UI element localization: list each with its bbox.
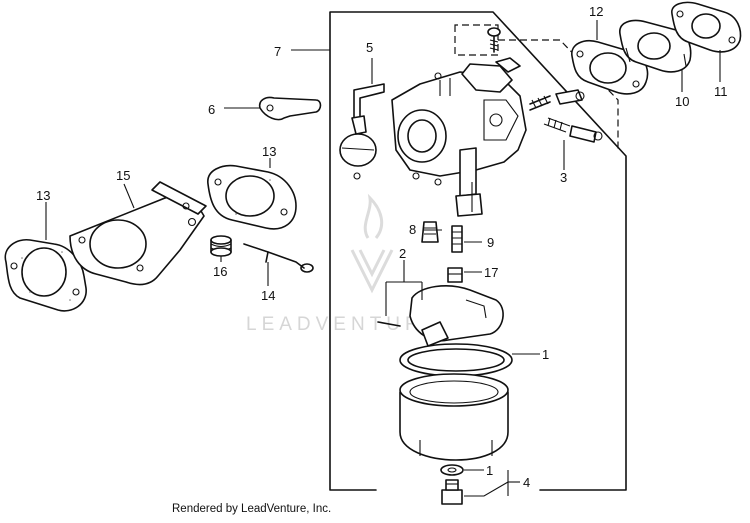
idle-screw-assembly (529, 89, 603, 143)
screw-top (487, 27, 501, 53)
callout-16: 16 (213, 264, 227, 279)
screw-group-dashed-box (454, 24, 499, 56)
float-chamber-gasket (399, 343, 513, 377)
callout-17: 17 (484, 265, 498, 280)
gasket-11 (671, 1, 742, 53)
assembly-outline (329, 11, 627, 491)
insulator-plate-15 (69, 181, 207, 286)
insulator-10 (619, 19, 692, 73)
callout-8: 8 (409, 222, 416, 237)
callout-15: 15 (116, 168, 130, 183)
callout-11: 11 (714, 84, 728, 99)
callout-13-left: 13 (36, 188, 50, 203)
nozzle-9 (451, 225, 463, 253)
callout-12: 12 (589, 4, 603, 19)
choke-arm-6 (258, 96, 322, 121)
callout-3: 3 (560, 170, 567, 185)
gasket-13-center (207, 164, 297, 230)
spring-16 (210, 235, 232, 257)
callout-1-gasket: 1 (542, 347, 549, 362)
callout-7: 7 (274, 44, 281, 59)
callout-1-washer: 1 (486, 463, 493, 478)
rod-14 (243, 243, 314, 273)
float-chamber (399, 373, 509, 461)
credit-caption: Rendered by LeadVenture, Inc. (172, 503, 332, 515)
main-jet-8 (421, 221, 439, 243)
washer-1 (440, 464, 464, 476)
callout-14: 14 (261, 288, 275, 303)
callout-5: 5 (366, 40, 373, 55)
callout-10: 10 (675, 94, 689, 109)
gasket-13-left (4, 238, 87, 312)
callout-6: 6 (208, 102, 215, 117)
leader-lines (45, 20, 721, 497)
float-2 (377, 285, 504, 347)
carburetor-body (391, 57, 527, 217)
callout-9: 9 (487, 235, 494, 250)
choke-lever-5 (339, 83, 385, 180)
drain-bolt (441, 479, 463, 505)
watermark-logo (350, 193, 394, 294)
callout-2: 2 (399, 246, 406, 261)
callout-13-center: 13 (262, 144, 276, 159)
callout-4: 4 (523, 475, 530, 490)
slow-jet-17 (447, 267, 463, 283)
watermark-text: LEADVENTURE (246, 314, 441, 335)
